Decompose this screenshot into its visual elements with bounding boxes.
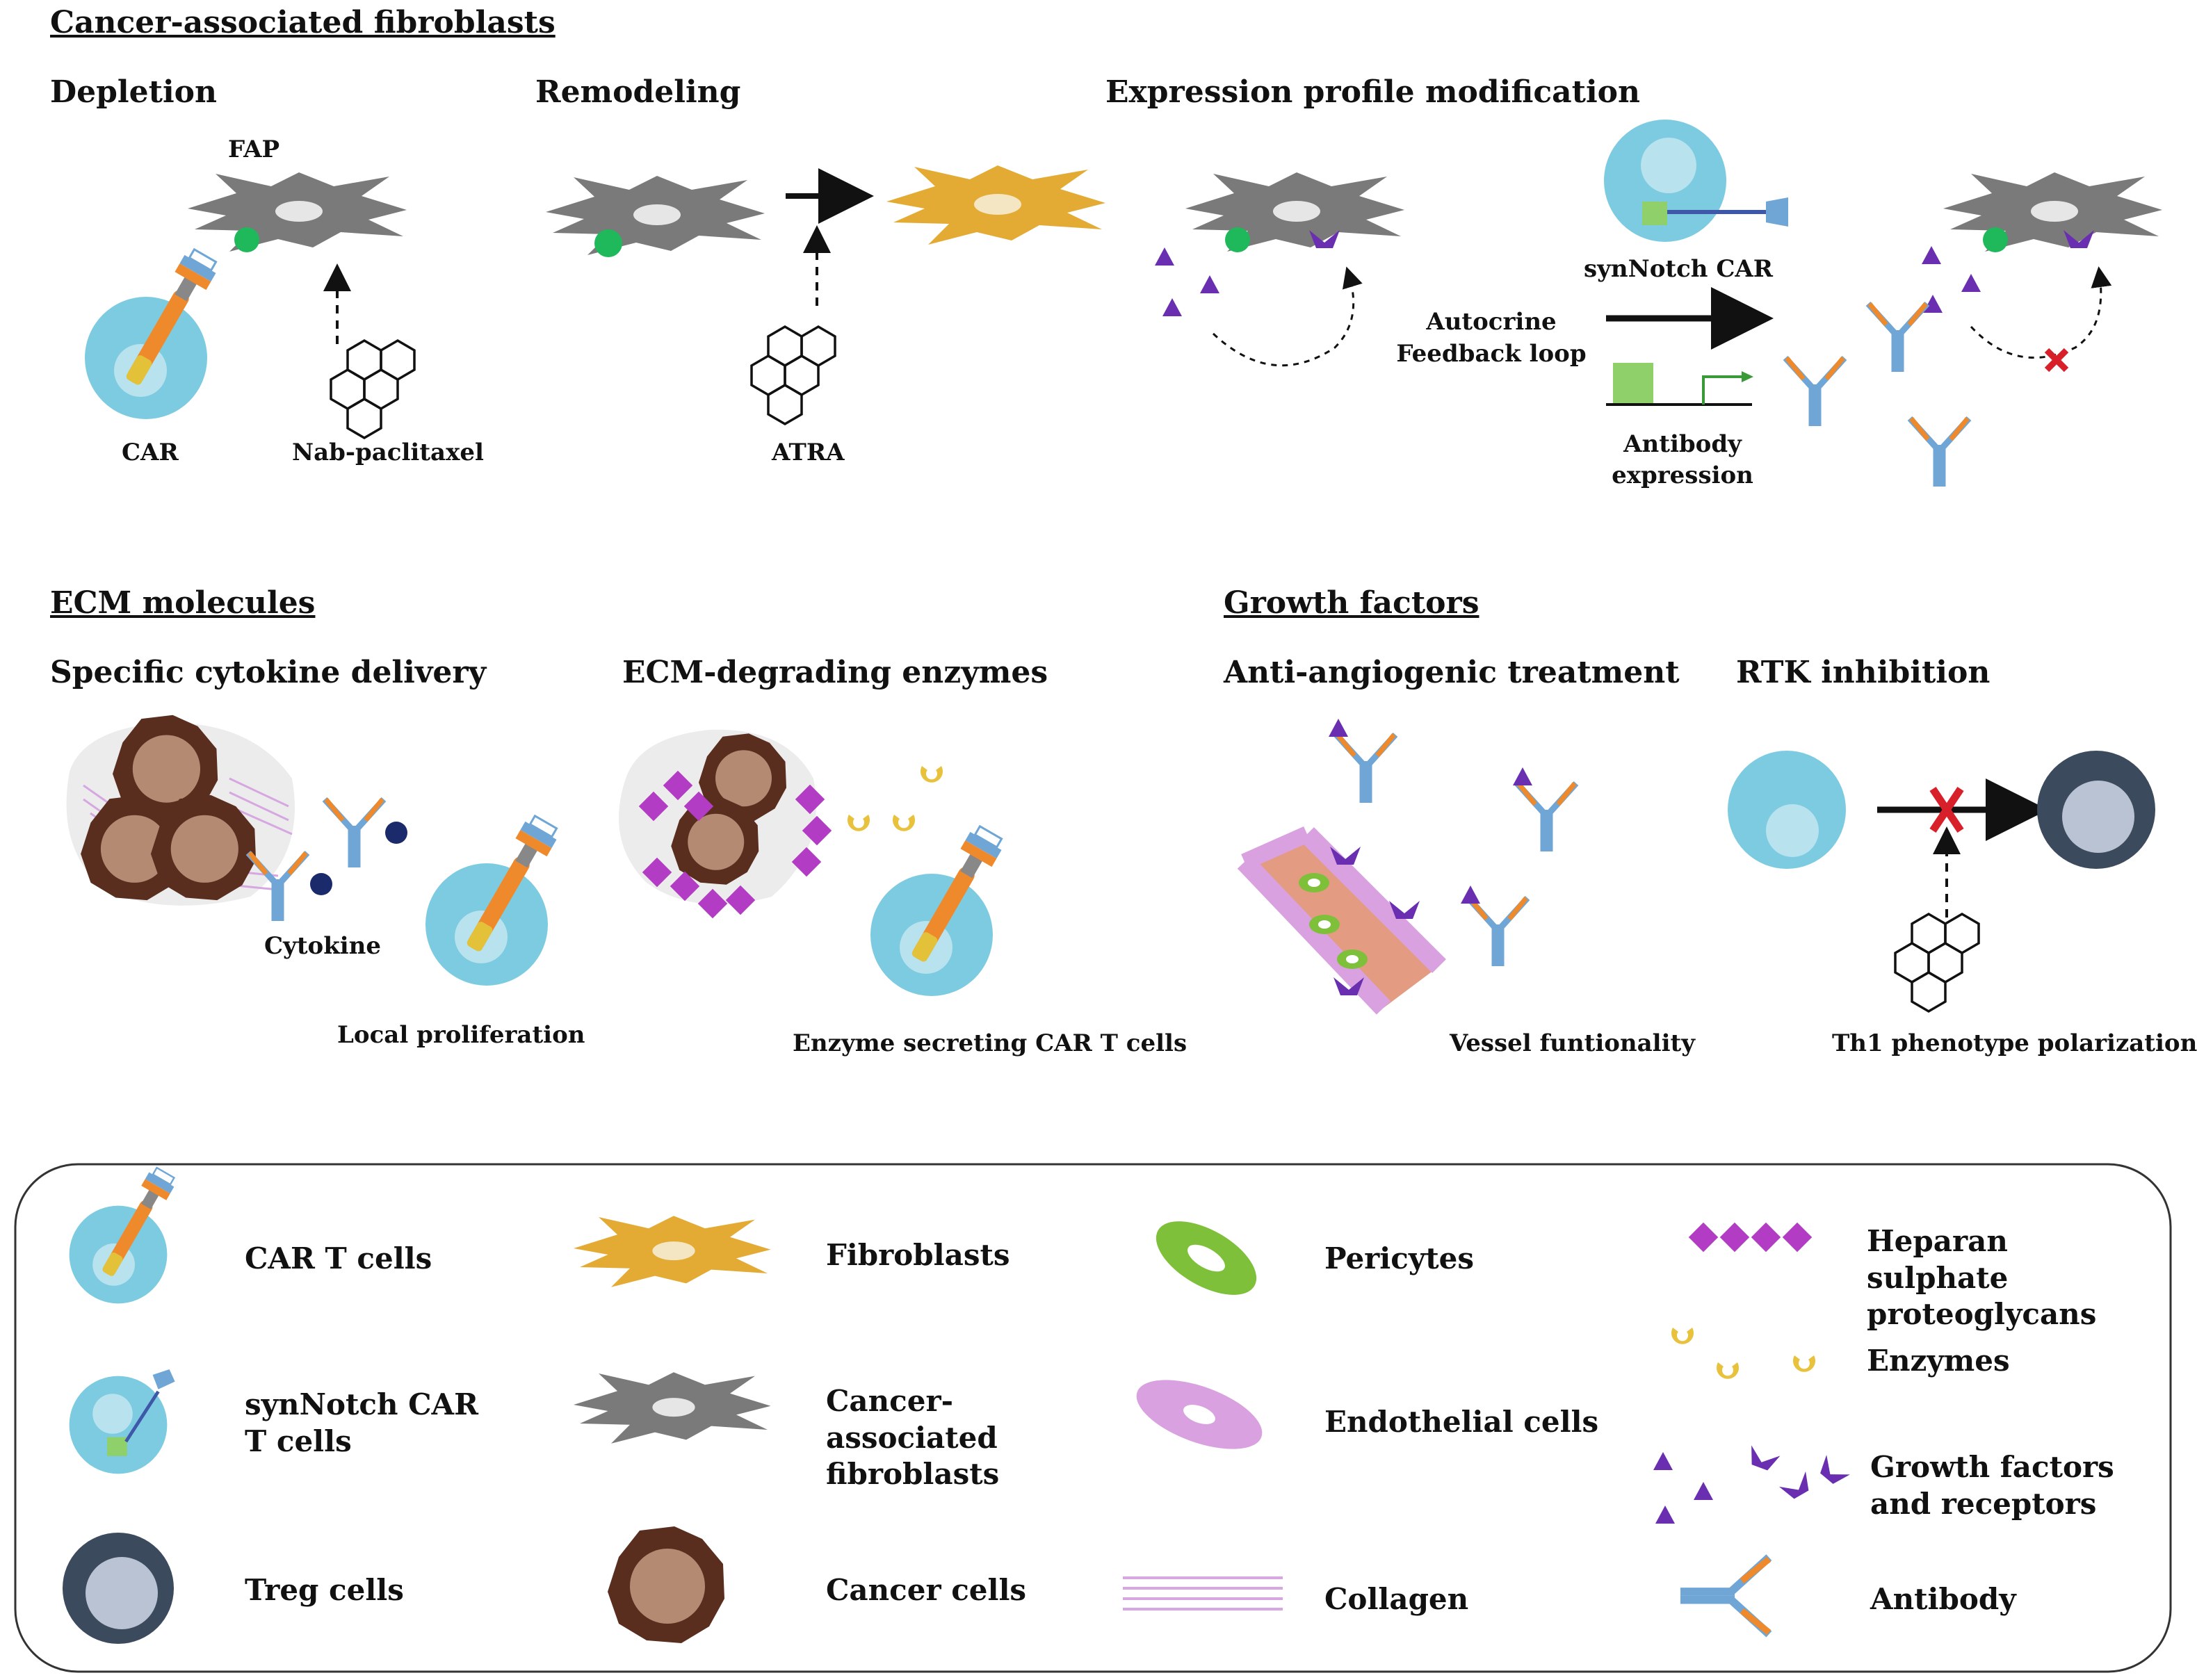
label-cytokine: Cytokine	[264, 932, 382, 960]
legend-icons	[63, 1164, 1850, 1644]
legend-treg: Treg cells	[245, 1573, 404, 1607]
remodeling-illustration	[546, 165, 1105, 425]
legend-antibody: Antibody	[1870, 1582, 2016, 1616]
label-local-proliferation: Local proliferation	[337, 1021, 585, 1049]
label-autocrine: Autocrine	[1426, 308, 1557, 336]
label-vessel: Vessel funtionality	[1450, 1029, 1695, 1057]
subtitle-remodeling: Remodeling	[535, 74, 741, 110]
expression-illustration	[1155, 120, 2162, 487]
subtitle-expression: Expression profile modification	[1105, 74, 1640, 110]
label-antibody: Antibody	[1623, 430, 1742, 458]
section-title-growth: Growth factors	[1224, 585, 1479, 621]
subtitle-depletion: Depletion	[50, 74, 218, 110]
subtitle-anti-angiogenic: Anti-angiogenic treatment	[1224, 655, 1680, 690]
depletion-illustration	[83, 172, 416, 439]
legend-fibroblasts: Fibroblasts	[826, 1238, 1010, 1272]
legend-synnotch: synNotch CAR T cells	[245, 1387, 479, 1458]
legend-growth-factors: Growth factors and receptors	[1870, 1450, 2114, 1521]
legend-enzymes: Enzymes	[1867, 1344, 2010, 1378]
legend-cancer: Cancer cells	[826, 1573, 1027, 1607]
legend-endothelial: Endothelial cells	[1324, 1405, 1599, 1439]
label-nab-paclitaxel: Nab-paclitaxel	[292, 439, 484, 466]
legend-collagen: Collagen	[1324, 1582, 1469, 1616]
label-fap: FAP	[228, 136, 280, 163]
label-enzyme-secreting: Enzyme secreting CAR T cells	[793, 1029, 1187, 1057]
section-title-caf: Cancer-associated fibroblasts	[50, 5, 556, 40]
subtitle-cytokine-delivery: Specific cytokine delivery	[50, 655, 487, 690]
cytokine-illustration	[66, 715, 563, 987]
legend-heparan: Heparan sulphate proteoglycans	[1867, 1224, 2097, 1331]
rtk-illustration	[1728, 751, 2155, 1013]
enzymes-illustration	[619, 729, 1008, 997]
label-atra: ATRA	[772, 439, 845, 466]
label-expression: expression	[1612, 462, 1753, 489]
legend-caf: Cancer-associated fibroblasts	[826, 1384, 1000, 1491]
subtitle-ecm-enzymes: ECM-degrading enzymes	[622, 655, 1048, 690]
section-title-ecm: ECM molecules	[50, 585, 316, 621]
legend-pericytes: Pericytes	[1324, 1241, 1475, 1275]
label-car: CAR	[122, 439, 179, 466]
label-synnotch-car: synNotch CAR	[1584, 255, 1774, 283]
legend-frame	[14, 1163, 2172, 1673]
label-feedback-loop: Feedback loop	[1396, 340, 1587, 368]
subtitle-rtk: RTK inhibition	[1736, 655, 1991, 690]
angio-illustration	[1237, 719, 1576, 1015]
legend-car-t: CAR T cells	[245, 1241, 432, 1275]
label-th1: Th1 phenotype polarization	[1832, 1029, 2197, 1057]
